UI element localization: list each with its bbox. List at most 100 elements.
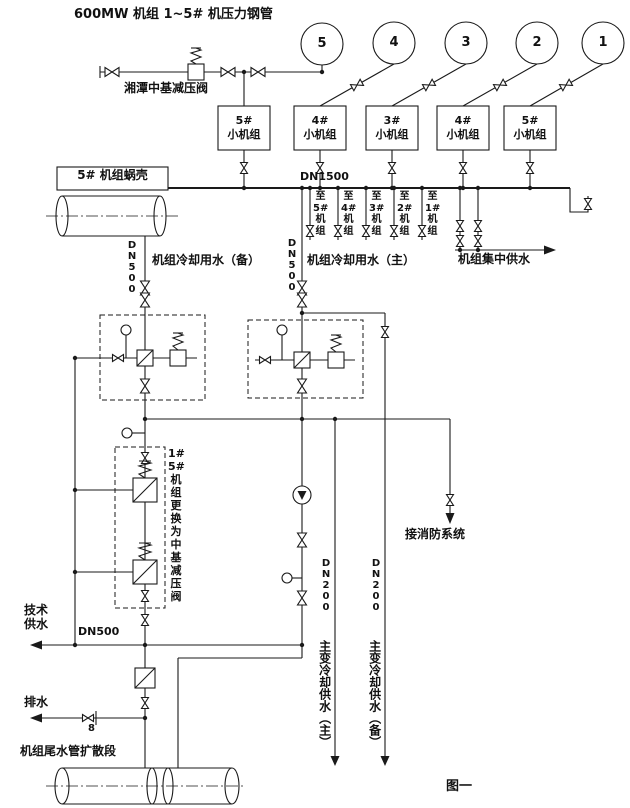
volute-label: 5# 机组蜗壳	[77, 168, 148, 182]
flow-arrow-icon	[30, 640, 42, 650]
small-unit-num: 5#	[521, 113, 539, 127]
small-unit-num: 4#	[311, 113, 329, 127]
replace-note: 1#5#机组更换为中基减压阀	[168, 447, 185, 603]
valve-icon	[455, 219, 465, 233]
small-unit-name: 小机组	[375, 128, 409, 141]
valve-icon	[492, 78, 508, 92]
cooling-main-label: 机组冷却用水（主）	[307, 253, 416, 267]
pressure-reducing-valve-icon	[134, 667, 156, 689]
valve-icon	[140, 589, 150, 603]
valve-icon	[583, 197, 593, 211]
junction-dots	[72, 69, 533, 721]
penstock-number: 4	[389, 35, 399, 50]
small-unit-name: 小机组	[303, 128, 337, 141]
small-unit-boxes	[217, 105, 557, 188]
pressure-reducing-valve-icon	[132, 460, 158, 503]
flow-arrow-icon	[330, 756, 340, 766]
dn1500-label: DN1500	[300, 170, 349, 183]
transformer-backup-label: 主变冷却供水（备）	[367, 640, 382, 748]
flow-arrow-icon	[544, 245, 556, 255]
penstock-circle	[300, 22, 344, 66]
valve-icon	[421, 78, 437, 92]
pressure-reducing-valve-icon	[169, 332, 187, 367]
drain-size-label: 8	[88, 723, 95, 734]
figure-label: 图一	[446, 779, 473, 794]
valve-icon	[139, 292, 151, 308]
fire-system-label: 接消防系统	[405, 527, 466, 541]
valve-icon	[296, 532, 308, 548]
dn500-main-label: DN500	[286, 238, 298, 293]
volute-label-box	[56, 166, 169, 191]
prv-label: 湘潭中基减压阀	[124, 81, 209, 95]
small-unit-box	[293, 105, 347, 151]
gauge-icon	[276, 324, 288, 336]
penstock-circle	[581, 21, 625, 65]
valve-icon	[81, 713, 95, 723]
penstock-number: 1	[598, 35, 608, 50]
penstock-number: 5	[317, 36, 327, 51]
small-unit-box-label: 4# 小机组	[294, 107, 346, 149]
valve-icon	[111, 353, 125, 363]
small-unit-num: 4#	[454, 113, 472, 127]
valve-icon	[220, 66, 236, 78]
valve-icon	[445, 493, 455, 507]
dn200-backup-label: DN200	[370, 558, 382, 613]
pressure-reducing-valve-icon	[132, 542, 158, 585]
penstock-number: 3	[461, 35, 471, 50]
valve-icon	[349, 78, 365, 92]
small-unit-box-label: 5# 小机组	[504, 107, 556, 149]
valve-icon	[140, 696, 150, 710]
valve-icon	[458, 161, 468, 175]
fire-branch	[445, 419, 455, 524]
draft-tube	[46, 767, 246, 805]
flow-arrow-icon	[380, 756, 390, 766]
valve-icon	[140, 613, 150, 627]
dn200-main-label: DN200	[320, 558, 332, 613]
tech-supply-label: 技术供水	[24, 603, 49, 631]
penstock-circle	[515, 21, 559, 65]
volute	[46, 166, 180, 237]
valve-icon	[258, 355, 272, 365]
penstock-circle	[444, 21, 488, 65]
dn500-backup-label: DN500	[126, 240, 138, 295]
valve-icon	[525, 161, 535, 175]
valve-icon	[387, 161, 397, 175]
flow-arrow-icon	[445, 513, 455, 524]
small-unit-box	[217, 105, 271, 151]
main-cooling-line	[281, 188, 312, 645]
top-header-pipeline	[99, 47, 604, 107]
flow-arrow-icon	[30, 713, 42, 723]
strainer-station-backup	[75, 314, 206, 401]
gauge-icon	[121, 427, 133, 439]
pressure-reducing-valve-icon	[327, 334, 345, 369]
gauge-icon	[281, 572, 293, 584]
penstock-circle	[372, 21, 416, 65]
small-unit-name: 小机组	[227, 128, 261, 141]
valve-icon	[296, 292, 308, 308]
small-unit-box	[436, 105, 490, 151]
prv-station	[74, 358, 166, 645]
valve-icon	[296, 378, 308, 394]
small-unit-box-label: 4# 小机组	[437, 107, 489, 149]
small-unit-box-label: 5# 小机组	[218, 107, 270, 149]
diagram-title: 600MW 机组 1~5# 机压力钢管	[74, 7, 273, 22]
transformer-lines	[145, 312, 450, 766]
small-unit-name: 小机组	[446, 128, 480, 141]
small-unit-name: 小机组	[513, 128, 547, 141]
penstock-number: 2	[532, 35, 542, 50]
draft-tube-label: 机组尾水管扩散段	[20, 744, 117, 758]
cooling-backup-label: 机组冷却用水（备）	[152, 253, 261, 267]
pressure-reducing-valve-icon	[187, 47, 205, 81]
small-unit-num: 5#	[235, 113, 253, 127]
central-supply-label: 机组集中供水	[458, 252, 531, 266]
small-unit-box	[365, 105, 419, 151]
gauge-icon	[120, 324, 132, 336]
valve-icon	[473, 234, 483, 248]
unit-drop-lines	[305, 188, 427, 240]
